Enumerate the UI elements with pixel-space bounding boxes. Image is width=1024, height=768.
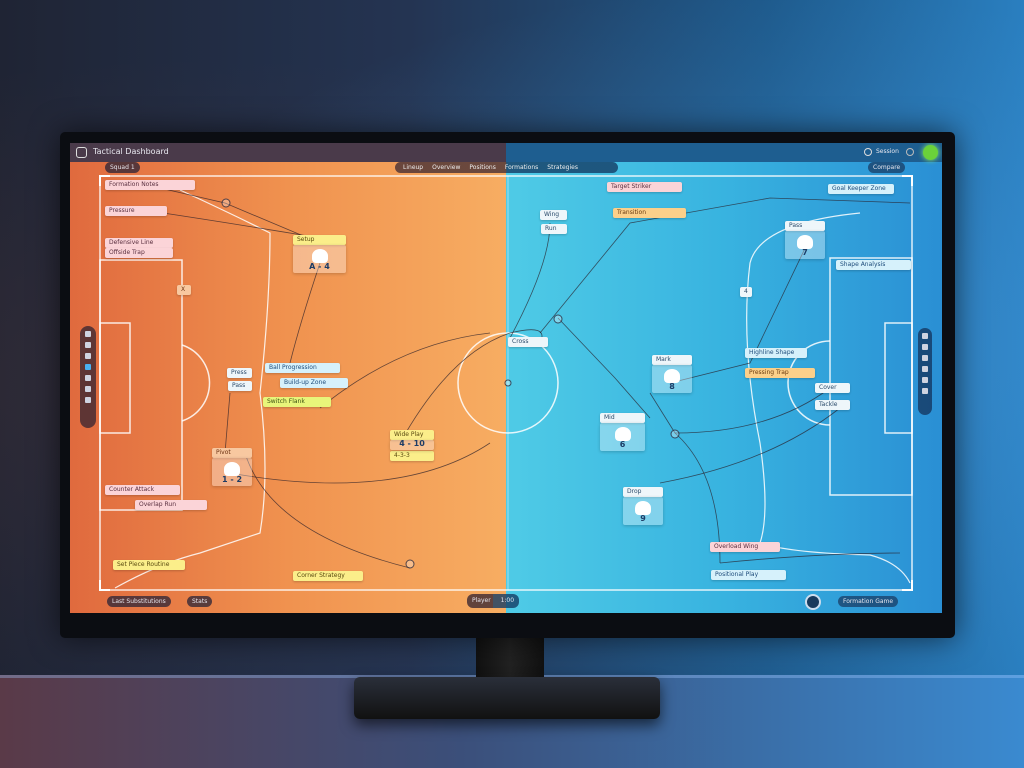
tactic-card[interactable]: Ball Progression [265, 363, 340, 373]
player-avatar-icon [635, 501, 651, 515]
timer-value: 1:00 [500, 597, 515, 604]
tactic-card[interactable]: Pivot [212, 448, 252, 458]
pitch-lines [99, 175, 913, 591]
tactic-card[interactable]: Set Piece Routine [113, 560, 185, 570]
settings-icon[interactable] [906, 148, 914, 156]
player-avatar-icon [614, 427, 631, 441]
zone-outline-left [114, 189, 271, 589]
player-avatar-icon [797, 235, 813, 249]
app-title: Tactical Dashboard [93, 147, 169, 156]
left-tool-sidebar[interactable] [80, 326, 96, 428]
tactic-card[interactable]: Setup [293, 235, 346, 245]
tactic-card[interactable]: Cover [815, 383, 850, 393]
left-penalty-arc [181, 344, 211, 422]
tactic-card[interactable]: Goal Keeper Zone [828, 184, 894, 194]
tactic-card[interactable]: Pressure [105, 206, 167, 216]
player-card[interactable]: 1 - 2 [212, 458, 252, 486]
session-icon [864, 148, 872, 156]
tactic-card[interactable]: Counter Attack [105, 485, 180, 495]
tactic-card[interactable]: Press [227, 368, 252, 378]
tactic-card[interactable]: Switch Flank [263, 397, 331, 407]
player-number: 8 [669, 382, 675, 391]
player-number: 1 - 2 [221, 475, 243, 484]
monitor-stand-base [354, 677, 660, 719]
session-label[interactable]: Session [876, 148, 899, 155]
center-circle [457, 332, 559, 434]
monitor-screen: Tactical Dashboard Session Squad 1 Lineu… [70, 143, 942, 613]
tactic-card[interactable]: Positional Play [711, 570, 786, 580]
tactic-card[interactable]: Overload Wing [710, 542, 780, 552]
view-tabs: Lineup Overview Positions Formations Str… [395, 162, 618, 173]
player-label: Player [472, 597, 491, 604]
node-markers [221, 198, 680, 569]
tactic-card[interactable]: Cross [508, 337, 548, 347]
player-card[interactable]: 6 [600, 423, 645, 451]
player-avatar-icon [664, 369, 680, 383]
tactic-card[interactable]: Wing [540, 210, 567, 220]
tactic-card[interactable]: Target Striker [607, 182, 682, 192]
record-icon[interactable] [805, 594, 821, 610]
player-card[interactable]: A - 4 [293, 245, 346, 273]
tactic-card[interactable]: Transition [613, 208, 686, 218]
tactic-card[interactable]: Highline Shape [745, 348, 807, 358]
tactic-card[interactable]: Shape Analysis [836, 260, 911, 270]
tactic-card[interactable]: Run [541, 224, 567, 234]
substitutions-button[interactable]: Last Substitutions [107, 596, 171, 607]
tactic-card[interactable]: Formation Notes [105, 180, 195, 190]
tab-formations[interactable]: Formations [504, 164, 539, 171]
tab-lineup[interactable]: Lineup [403, 164, 424, 171]
tab-strategies[interactable]: Strategies [547, 164, 578, 171]
tactic-card[interactable]: Pressing Trap [745, 368, 815, 378]
app-logo-icon [76, 147, 87, 158]
tactic-card[interactable]: Overlap Run [135, 500, 207, 510]
player-card[interactable]: 4 - 10 [390, 439, 434, 450]
player-timer[interactable]: Player 1:00 [467, 594, 520, 608]
user-avatar[interactable] [923, 145, 938, 160]
compare-button[interactable]: Compare [868, 162, 906, 173]
left-penalty-box [99, 259, 183, 511]
tactic-card[interactable]: Tackle [815, 400, 850, 410]
corner-brackets [99, 175, 913, 591]
player-number: A - 4 [309, 262, 330, 271]
pass-connections [149, 187, 911, 569]
tactic-card[interactable]: Wide Play [390, 430, 434, 440]
squad-selector[interactable]: Squad 1 [105, 162, 140, 173]
top-bar: Tactical Dashboard Session [70, 143, 942, 162]
player-avatar-icon [224, 462, 240, 476]
tactic-card[interactable]: Corner Strategy [293, 571, 363, 581]
player-avatar-icon [311, 249, 328, 263]
tactic-card[interactable]: Mark [652, 355, 692, 365]
tab-overview[interactable]: Overview [432, 164, 461, 171]
left-goal-area [99, 322, 131, 434]
player-number: 4 - 10 [399, 439, 425, 448]
tactic-card[interactable]: Build-up Zone [280, 378, 348, 388]
tactic-card[interactable]: 4-3-3 [390, 451, 434, 461]
player-card[interactable]: 9 [623, 497, 663, 525]
player-card[interactable]: 7 [785, 231, 825, 259]
right-goal-area [884, 322, 913, 434]
tactic-card[interactable]: Mid [600, 413, 645, 423]
stats-button[interactable]: Stats [187, 596, 213, 607]
right-tool-sidebar[interactable] [918, 328, 932, 415]
player-number: 7 [802, 248, 808, 257]
tactic-card[interactable]: Offside Trap [105, 248, 173, 258]
tab-positions[interactable]: Positions [469, 164, 496, 171]
zone-outline-right [746, 212, 911, 584]
tactic-card[interactable]: 4 [740, 287, 752, 297]
tactic-card[interactable]: Defensive Line [105, 238, 173, 248]
tactic-card[interactable]: Drop [623, 487, 663, 497]
tactic-card[interactable]: Pass [228, 381, 252, 391]
right-penalty-arc [787, 340, 831, 426]
right-penalty-box [829, 257, 913, 496]
player-card[interactable]: 8 [652, 365, 692, 393]
player-number: 6 [619, 440, 626, 449]
formation-game-button[interactable]: Formation Game [838, 596, 899, 607]
player-number: 9 [640, 514, 646, 523]
tactic-card[interactable]: Pass [785, 221, 825, 231]
tactic-card[interactable]: X [177, 285, 191, 295]
